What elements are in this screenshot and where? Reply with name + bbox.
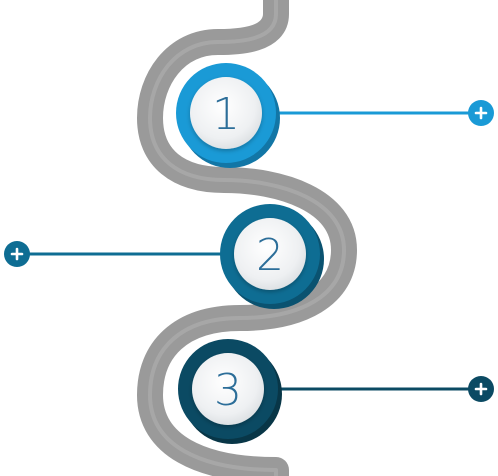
step-2-center-disc [234, 218, 306, 290]
step-1-number: 1 [212, 89, 240, 140]
plus-icon [10, 247, 24, 261]
step-2: 2 [4, 204, 324, 309]
step-2-number: 2 [256, 230, 284, 281]
step-3: 3 [178, 339, 494, 444]
plus-icon [474, 382, 488, 396]
step-3-center-disc [192, 353, 264, 425]
plus-icon [474, 106, 488, 120]
serpentine-path-highlight [148, 0, 346, 476]
step-2-plus-button[interactable] [4, 241, 30, 267]
step-1-plus-button[interactable] [468, 100, 494, 126]
step-3-plus-button[interactable] [468, 376, 494, 402]
step-3-number: 3 [214, 365, 242, 416]
step-1-center-disc [190, 77, 262, 149]
step-1: 1 [176, 63, 494, 168]
